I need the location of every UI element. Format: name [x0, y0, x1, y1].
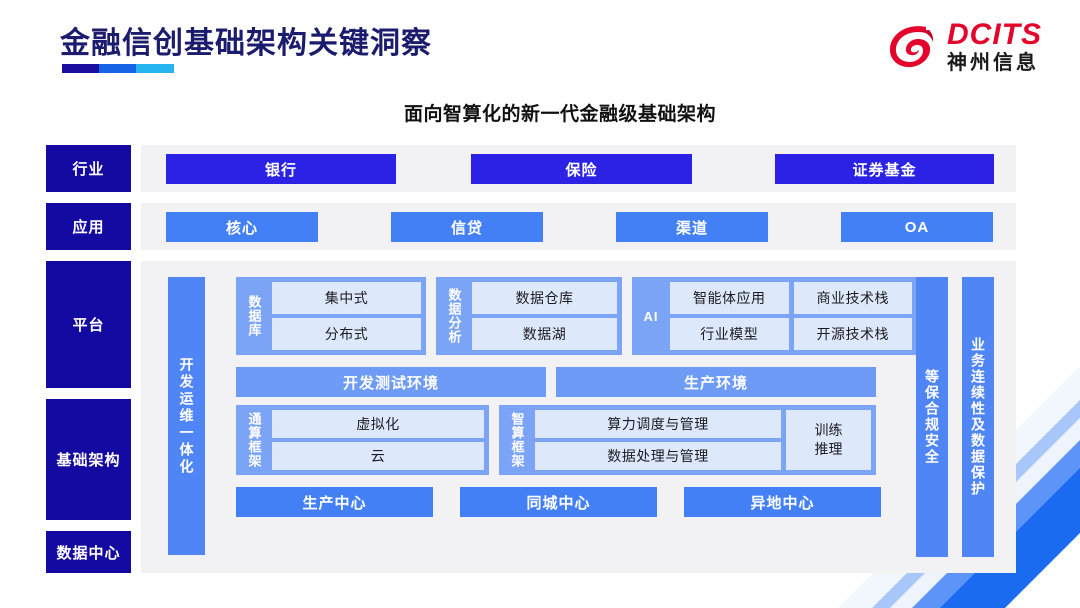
- industry-item-securities-fund[interactable]: 证券基金: [775, 154, 994, 184]
- cell-centralized[interactable]: 集中式: [272, 282, 421, 314]
- group-general-compute-cells: 虚拟化 云: [272, 410, 484, 470]
- application-item-credit[interactable]: 信贷: [391, 212, 543, 242]
- group-data-analysis-cells: 数据仓库 数据湖: [472, 282, 617, 350]
- industry-item-insurance[interactable]: 保险: [471, 154, 692, 184]
- env-production[interactable]: 生产环境: [556, 367, 876, 397]
- cell-distributed[interactable]: 分布式: [272, 318, 421, 350]
- datacenter-production[interactable]: 生产中心: [236, 487, 433, 517]
- layer-label-infrastructure: 基础架构: [46, 399, 131, 520]
- group-ai: AI 智能体应用 行业模型 商业技术栈 开源技术栈: [632, 277, 917, 355]
- logo-en-text: DCITS: [947, 18, 1042, 51]
- cell-agent-application[interactable]: 智能体应用: [670, 282, 789, 314]
- platform-content-area: 数据库 集中式 分布式 数据分析 数据仓库 数据湖 AI 智能体: [236, 277, 986, 557]
- logo-cn-text: 神州信息: [947, 52, 1039, 74]
- application-row-panel: 核心 信贷 渠道 OA: [141, 203, 1016, 250]
- title-accent-bar: [62, 64, 174, 73]
- group-data-analysis: 数据分析 数据仓库 数据湖: [436, 277, 622, 355]
- industry-item-bank[interactable]: 银行: [166, 154, 396, 184]
- cell-data-warehouse[interactable]: 数据仓库: [472, 282, 617, 314]
- brand-logo: DCITS 神州信息: [885, 20, 1042, 73]
- infer-label: 推理: [814, 441, 843, 457]
- application-item-core[interactable]: 核心: [166, 212, 318, 242]
- accent-segment-1: [62, 64, 99, 73]
- page-title: 金融信创基础架构关键洞察: [60, 27, 432, 60]
- group-intelligent-compute-cells: 算力调度与管理 数据处理与管理: [535, 410, 781, 470]
- cell-commercial-tech-stack[interactable]: 商业技术栈: [793, 282, 912, 314]
- group-ai-column-2: 商业技术栈 开源技术栈: [793, 282, 912, 350]
- group-data-analysis-label: 数据分析: [446, 288, 462, 344]
- cell-industry-model[interactable]: 行业模型: [670, 318, 789, 350]
- group-ai-label: AI: [643, 308, 659, 324]
- group-database-label: 数据库: [246, 295, 262, 337]
- application-item-channel[interactable]: 渠道: [616, 212, 768, 242]
- layer-label-datacenter: 数据中心: [46, 531, 131, 573]
- group-intelligent-compute-label: 智算框架: [509, 412, 525, 468]
- group-database-cells: 集中式 分布式: [272, 282, 421, 350]
- cell-compute-scheduling[interactable]: 算力调度与管理: [535, 410, 781, 438]
- industry-row-panel: 银行 保险 证券基金: [141, 145, 1016, 192]
- env-dev-test[interactable]: 开发测试环境: [236, 367, 546, 397]
- diagram-subtitle: 面向智算化的新一代金融级基础架构: [403, 104, 716, 125]
- train-label: 训练: [814, 422, 843, 439]
- group-ai-cells: 智能体应用 行业模型 商业技术栈 开源技术栈: [670, 282, 912, 350]
- devops-vertical-bar: 开发运维一体化: [168, 277, 205, 555]
- dcits-swirl-icon: [885, 21, 939, 73]
- application-item-oa[interactable]: OA: [841, 212, 993, 242]
- datacenter-same-city[interactable]: 同城中心: [460, 487, 657, 517]
- cell-data-lake[interactable]: 数据湖: [472, 318, 617, 350]
- group-ai-column-1: 智能体应用 行业模型: [670, 282, 789, 350]
- group-database: 数据库 集中式 分布式: [236, 277, 426, 355]
- cell-cloud[interactable]: 云: [272, 442, 484, 470]
- cell-data-processing[interactable]: 数据处理与管理: [535, 442, 781, 470]
- datacenter-remote[interactable]: 异地中心: [684, 487, 881, 517]
- sidebar-compliance-security: 等保合规安全: [916, 277, 948, 557]
- platform-infrastructure-panel: 开发运维一体化 数据库 集中式 分布式 数据分析 数据仓库 数据湖 A: [141, 261, 1016, 573]
- cell-virtualization[interactable]: 虚拟化: [272, 410, 484, 438]
- cell-opensource-tech-stack[interactable]: 开源技术栈: [793, 318, 912, 350]
- layer-label-industry: 行业: [46, 145, 131, 192]
- cell-train-infer[interactable]: 训练 推理: [786, 410, 871, 470]
- layer-label-application: 应用: [46, 203, 131, 250]
- group-general-compute: 通算框架 虚拟化 云: [236, 405, 489, 475]
- logo-wordmark: DCITS 神州信息: [947, 18, 1042, 74]
- group-general-compute-label: 通算框架: [246, 412, 262, 468]
- accent-segment-2: [99, 64, 136, 73]
- group-intelligent-compute: 智算框架 算力调度与管理 数据处理与管理 训练 推理: [499, 405, 876, 475]
- layer-label-platform: 平台: [46, 261, 131, 388]
- accent-segment-3: [136, 64, 174, 73]
- sidebar-business-continuity: 业务连续性及数据保护: [962, 277, 994, 557]
